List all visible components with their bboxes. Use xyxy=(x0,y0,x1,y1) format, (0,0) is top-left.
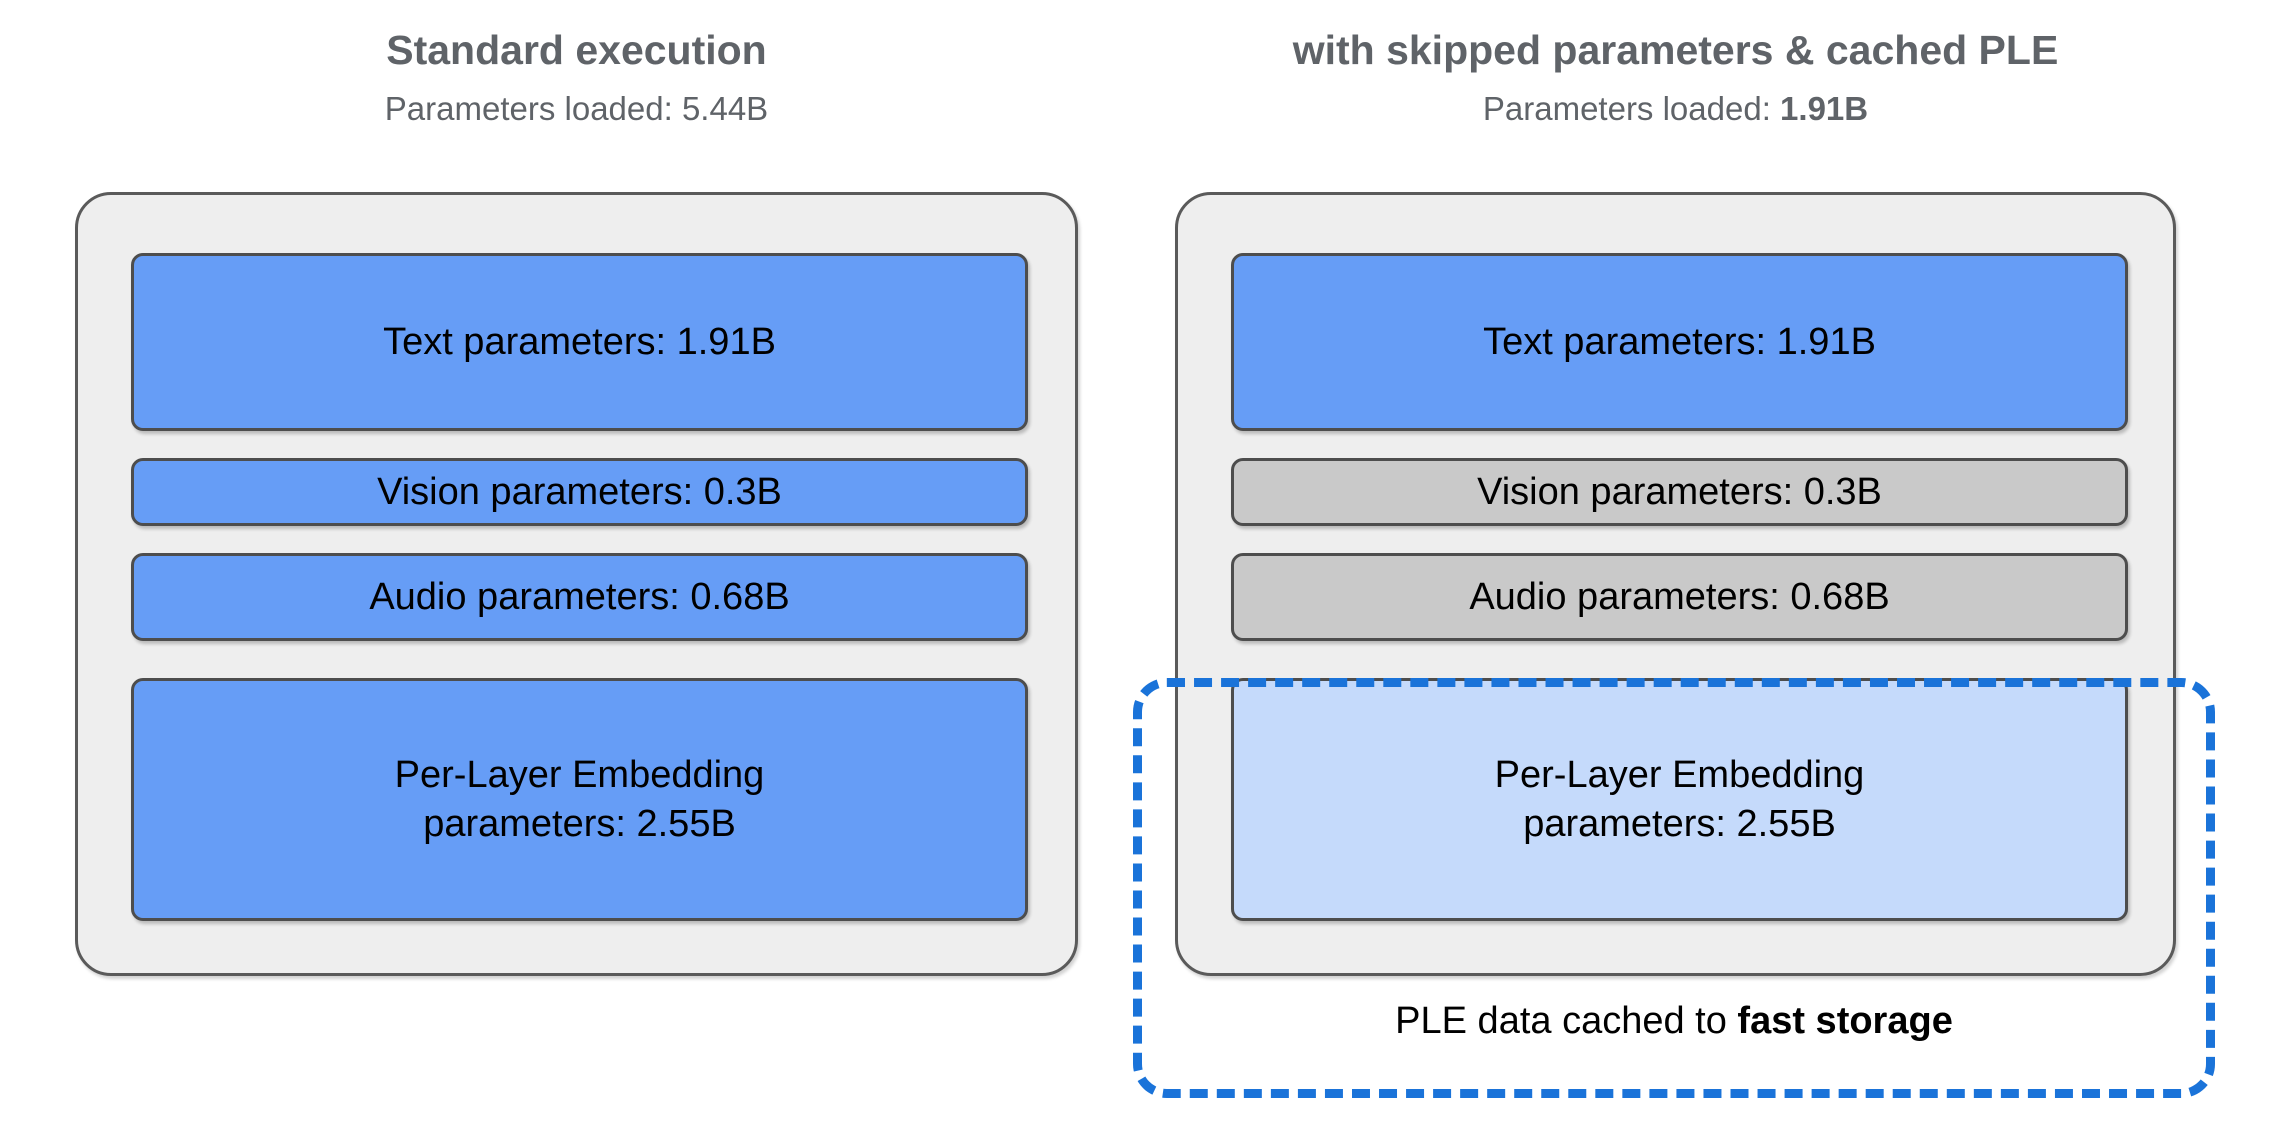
panel-subtitle-standard: Parameters loaded: 5.44B xyxy=(75,90,1078,128)
panel-header-skipped: with skipped parameters & cached PLE Par… xyxy=(1175,27,2176,128)
cache-caption-prefix: PLE data cached to xyxy=(1395,1000,1738,1042)
bar-ple-standard[interactable]: Per-Layer Embedding parameters: 2.55B xyxy=(131,678,1028,921)
bar-vision-standard[interactable]: Vision parameters: 0.3B xyxy=(131,458,1028,526)
bar-audio-standard[interactable]: Audio parameters: 0.68B xyxy=(131,553,1028,641)
panel-subtitle-skipped: Parameters loaded: 1.91B xyxy=(1175,90,2176,128)
model-container-skipped: Text parameters: 1.91B Vision parameters… xyxy=(1175,192,2176,976)
panel-subtitle-skipped-value: 1.91B xyxy=(1780,90,1869,128)
model-container-standard: Text parameters: 1.91B Vision parameters… xyxy=(75,192,1078,976)
panel-subtitle-standard-value: 5.44B xyxy=(681,90,769,128)
panel-title-skipped: with skipped parameters & cached PLE xyxy=(1292,27,2059,73)
bar-vision-skipped[interactable]: Vision parameters: 0.3B xyxy=(1231,458,2128,526)
panel-header-standard: Standard execution Parameters loaded: 5.… xyxy=(75,27,1078,128)
cache-region-caption: PLE data cached to fast storage xyxy=(1133,1000,2215,1043)
panel-subtitle-standard-prefix: Parameters loaded: xyxy=(384,90,682,128)
panel-title-standard: Standard execution xyxy=(386,27,767,73)
cache-caption-emphasis: fast storage xyxy=(1737,1000,1953,1042)
bar-ple-skipped[interactable]: Per-Layer Embedding parameters: 2.55B xyxy=(1231,678,2128,921)
bar-text-standard[interactable]: Text parameters: 1.91B xyxy=(131,253,1028,431)
bar-text-skipped[interactable]: Text parameters: 1.91B xyxy=(1231,253,2128,431)
panel-subtitle-skipped-prefix: Parameters loaded: xyxy=(1482,90,1781,128)
bar-audio-skipped[interactable]: Audio parameters: 0.68B xyxy=(1231,553,2128,641)
